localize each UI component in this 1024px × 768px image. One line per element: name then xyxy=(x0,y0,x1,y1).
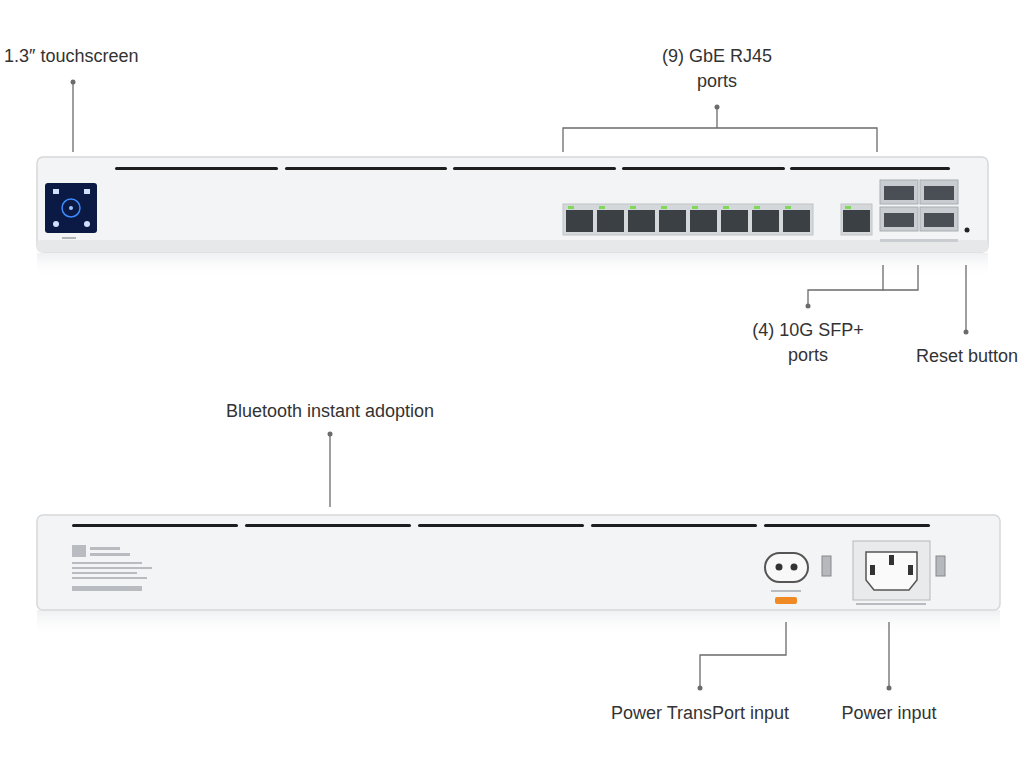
callout-label: Power TransPort input xyxy=(611,701,789,726)
callout-label: (9) GbE RJ45 ports xyxy=(642,44,792,94)
callout-label: Power input xyxy=(841,701,936,726)
callout-label: (4) 10G SFP+ ports xyxy=(738,318,878,368)
callout-label: 1.3″ touchscreen xyxy=(4,44,138,69)
callout-label: Bluetooth instant adoption xyxy=(226,399,434,424)
callout-label: Reset button xyxy=(916,344,1018,369)
